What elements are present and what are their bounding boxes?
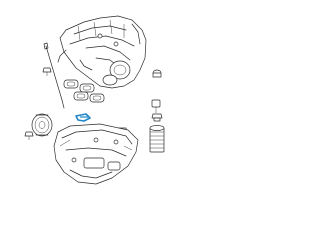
drain-plug	[151, 113, 163, 122]
bolts	[42, 67, 52, 76]
intake-manifold	[57, 15, 147, 89]
oil-pan	[53, 123, 139, 185]
engine-parts-diagram	[24, 15, 165, 185]
intake-gaskets	[63, 79, 105, 103]
oil-dipstick	[43, 42, 65, 109]
oil-pressure-sensor	[151, 99, 161, 113]
crankshaft-pulley	[31, 113, 53, 137]
baffle-bracket	[75, 113, 91, 122]
oil-filler-cap	[152, 69, 162, 78]
oil-filter	[149, 125, 165, 153]
